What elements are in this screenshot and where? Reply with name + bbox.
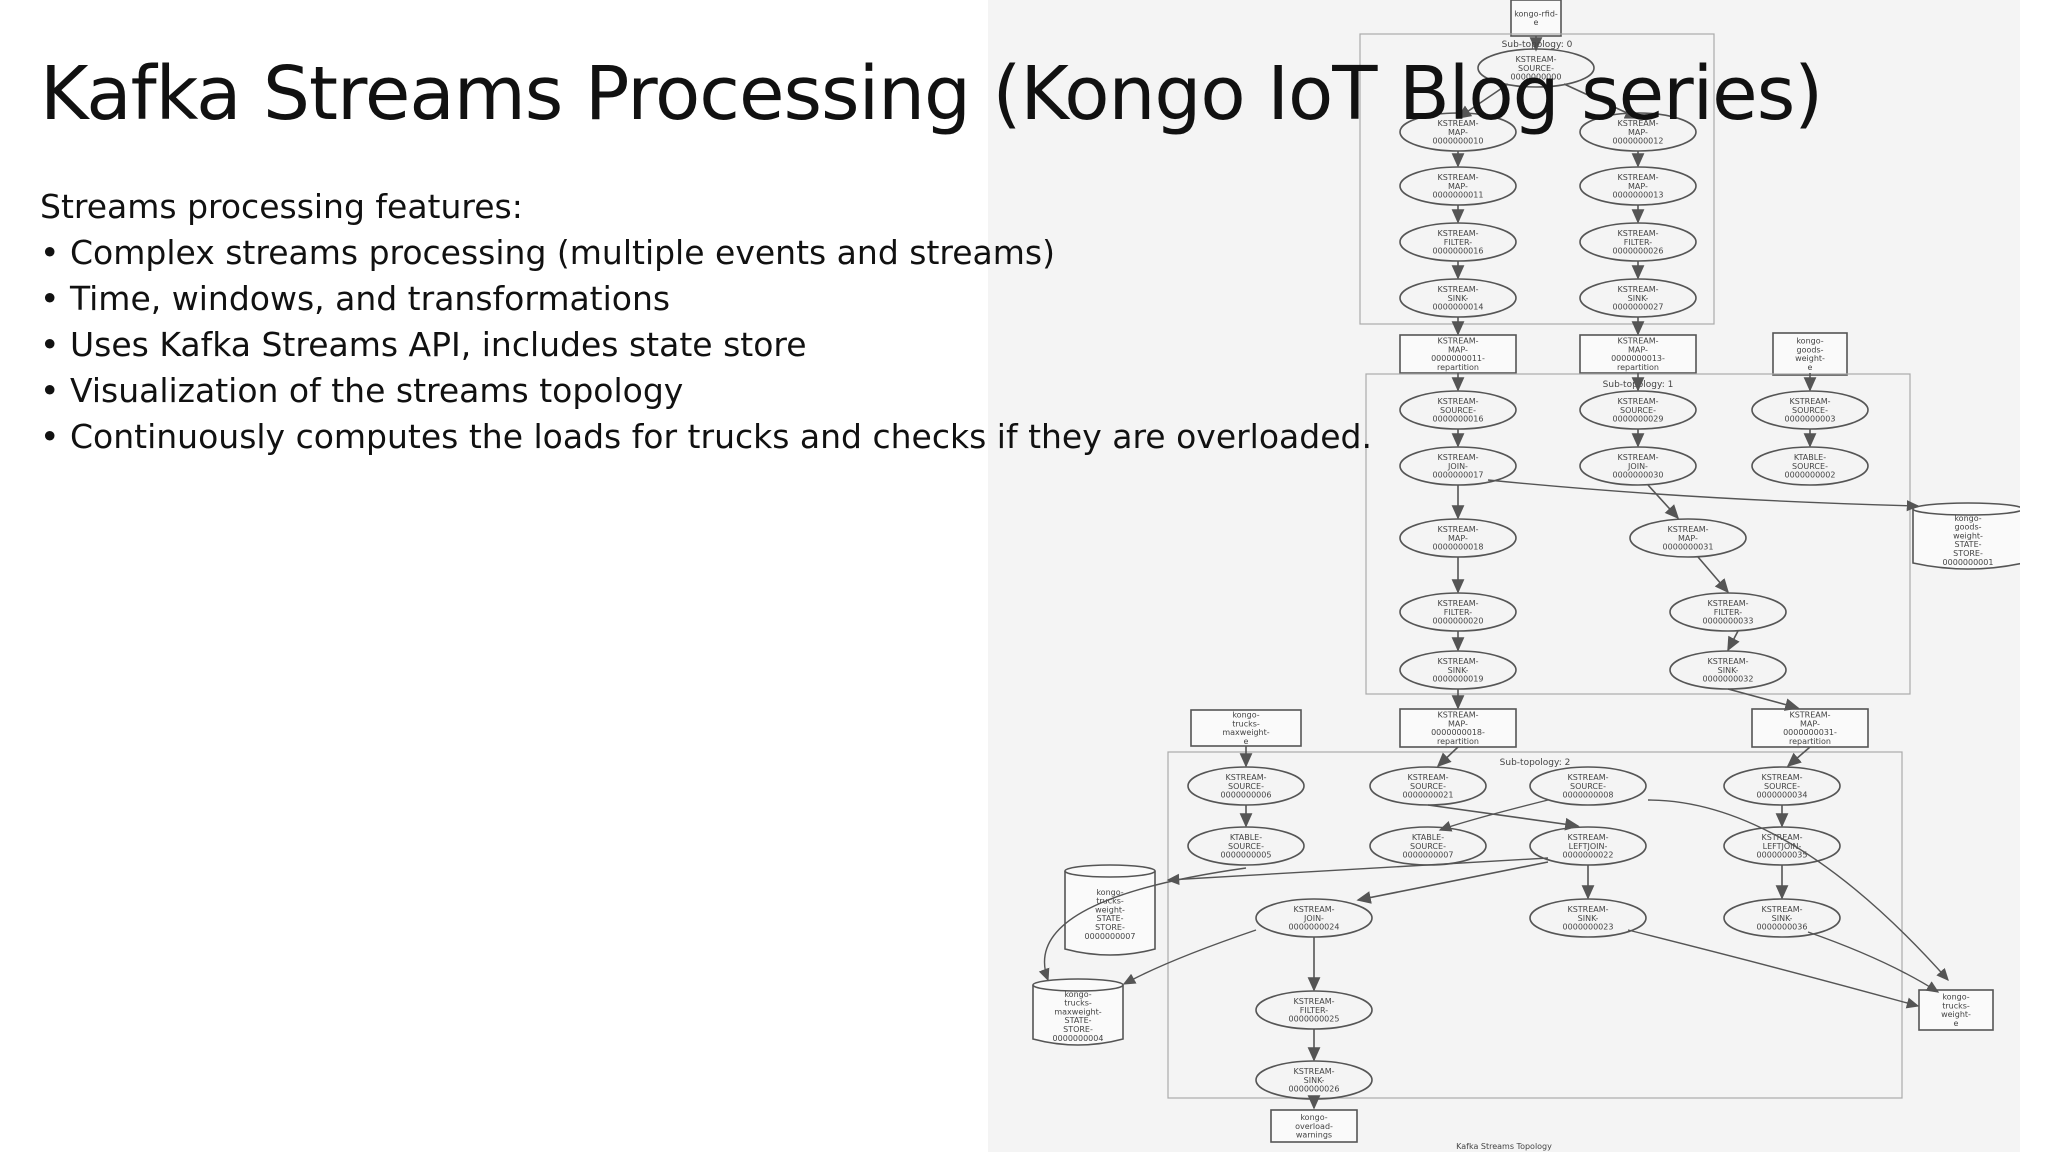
topic-label: KSTREAM-MAP-0000000031-repartition	[1783, 711, 1837, 746]
flow-arrow	[1627, 929, 1920, 1009]
processor-label: KTABLE-SOURCE-0000000005	[1221, 833, 1272, 860]
processor-label: KSTREAM-SINK-0000000019	[1433, 657, 1484, 684]
bullet-icon: •	[40, 233, 60, 272]
topic-label: KSTREAM-MAP-0000000011-repartition	[1431, 337, 1485, 372]
topic-node	[1772, 332, 1848, 376]
topic-node	[1399, 334, 1517, 374]
flow-arrow	[1807, 931, 1940, 993]
processor-label: KSTREAM-JOIN-0000000030	[1613, 453, 1664, 480]
processor-label: KSTREAM-SINK-0000000036	[1757, 905, 1808, 932]
processor-node	[1629, 518, 1747, 558]
state-store-label: kongo-trucks-maxweight-STATE-STORE-00000…	[1053, 990, 1104, 1043]
state-store-label: kongo-trucks-weight-STATE-STORE-00000000…	[1085, 888, 1136, 941]
processor-label: KSTREAM-SOURCE-0000000008	[1563, 773, 1614, 800]
topic-label: kongo-overload-warnings	[1295, 1113, 1333, 1140]
flow-arrow	[1356, 861, 1549, 904]
topic-node	[1510, 0, 1562, 37]
topic-label: kongo-rfid-e	[1514, 9, 1558, 27]
sub-topology-label: Sub-topology: 2	[1500, 758, 1571, 768]
topic-node	[1918, 989, 1994, 1031]
slide-title: Kafka Streams Processing (Kongo IoT Blog…	[40, 51, 1823, 137]
processor-label: KSTREAM-LEFTJOIN-0000000035	[1757, 833, 1808, 860]
processor-label: KSTREAM-JOIN-0000000017	[1433, 453, 1484, 480]
processor-label: KSTREAM-LEFTJOIN-0000000022	[1563, 833, 1614, 860]
processor-label: KSTREAM-MAP-0000000031	[1663, 525, 1714, 552]
bullet-icon: •	[40, 417, 60, 456]
flow-arrow	[1438, 799, 1549, 832]
topic-node	[1270, 1109, 1358, 1143]
state-store-node	[1032, 985, 1124, 1046]
processor-label: KSTREAM-SOURCE-0000000006	[1221, 773, 1272, 800]
processor-label: KSTREAM-MAP-0000000010	[1433, 119, 1484, 146]
topic-label: KSTREAM-MAP-0000000013-repartition	[1611, 337, 1665, 372]
processor-label: KTABLE-SOURCE-0000000007	[1403, 833, 1454, 860]
flow-arrow	[1122, 929, 1257, 985]
processor-node	[1477, 48, 1595, 88]
processor-label: KSTREAM-SOURCE-0000000016	[1433, 397, 1484, 424]
feature-item: •Visualization of the streams topology	[40, 368, 1372, 414]
processor-label: KSTREAM-MAP-0000000018	[1433, 525, 1484, 552]
processor-label: KSTREAM-MAP-0000000012	[1613, 119, 1664, 146]
processor-label: KSTREAM-SOURCE-0000000000	[1511, 55, 1562, 82]
state-store-node	[1912, 509, 2020, 570]
feature-item: •Complex streams processing (multiple ev…	[40, 230, 1372, 276]
topic-node	[1190, 709, 1302, 747]
processor-label: KSTREAM-SOURCE-0000000034	[1757, 773, 1808, 800]
sub-topology-frame	[1359, 33, 1715, 325]
topic-label: KSTREAM-MAP-0000000018-repartition	[1431, 711, 1485, 746]
flow-arrow	[1647, 484, 1680, 520]
flow-arrow	[1456, 83, 1509, 119]
feature-item: •Time, windows, and transformations	[40, 276, 1372, 322]
processor-label: KSTREAM-MAP-0000000013	[1613, 173, 1664, 200]
processor-label: KSTREAM-SINK-0000000014	[1433, 285, 1484, 312]
processor-label: KSTREAM-SINK-0000000026	[1289, 1067, 1340, 1094]
feature-item: •Continuously computes the loads for tru…	[40, 414, 1372, 460]
flow-arrow	[1727, 688, 1800, 711]
bullet-icon: •	[40, 325, 60, 364]
feature-item: •Uses Kafka Streams API, includes state …	[40, 322, 1372, 368]
processor-label: KSTREAM-JOIN-0000000024	[1289, 905, 1340, 932]
processor-label: KSTREAM-FILTER-0000000025	[1289, 997, 1340, 1024]
topology-caption: Kafka Streams Topology	[1456, 1142, 1552, 1151]
bullet-icon: •	[40, 371, 60, 410]
flow-arrow	[1786, 746, 1811, 768]
features-list: •Complex streams processing (multiple ev…	[40, 230, 1372, 460]
processor-label: KSTREAM-FILTER-0000000020	[1433, 599, 1484, 626]
processor-label: KSTREAM-SINK-0000000027	[1613, 285, 1664, 312]
processor-label: KSTREAM-FILTER-0000000033	[1703, 599, 1754, 626]
topic-label: kongo-goods-weight-e	[1795, 337, 1825, 372]
flow-arrow	[1436, 746, 1459, 768]
processor-node	[1529, 766, 1647, 806]
flow-arrow	[1166, 857, 1549, 885]
sub-topology-frame	[1167, 751, 1903, 1099]
flow-arrow	[1487, 479, 1920, 512]
flow-arrow	[1647, 799, 1949, 982]
processor-label: KSTREAM-SOURCE-0000000021	[1403, 773, 1454, 800]
processor-label: KSTREAM-SINK-0000000032	[1703, 657, 1754, 684]
state-store-top	[1064, 864, 1156, 878]
features-intro: Streams processing features:	[40, 187, 523, 226]
state-store-label: kongo-goods-weight-STATE-STORE-000000000…	[1943, 514, 1994, 567]
flow-arrow	[1697, 556, 1730, 594]
sub-topology-label: Sub-topology: 0	[1502, 40, 1573, 50]
flow-arrow	[1727, 630, 1740, 652]
processor-label: KSTREAM-SOURCE-0000000029	[1613, 397, 1664, 424]
topic-label: kongo-trucks-weight-e	[1941, 993, 1971, 1028]
flow-arrow	[1038, 867, 1247, 982]
state-store-top	[1032, 978, 1124, 992]
processor-label: KSTREAM-SOURCE-0000000003	[1785, 397, 1836, 424]
flow-arrow	[1563, 83, 1640, 119]
processor-label: KSTREAM-FILTER-0000000026	[1613, 229, 1664, 256]
bullet-icon: •	[40, 279, 60, 318]
processor-label: KTABLE-SOURCE-0000000002	[1785, 453, 1836, 480]
processor-label: KSTREAM-FILTER-0000000016	[1433, 229, 1484, 256]
flow-arrow	[1427, 804, 1580, 831]
topic-label: kongo-trucks-maxweight-e	[1222, 711, 1269, 746]
processor-label: KSTREAM-MAP-0000000011	[1433, 173, 1484, 200]
processor-label: KSTREAM-SINK-0000000023	[1563, 905, 1614, 932]
slide-content: Streams processing features: •Complex st…	[40, 184, 1372, 460]
